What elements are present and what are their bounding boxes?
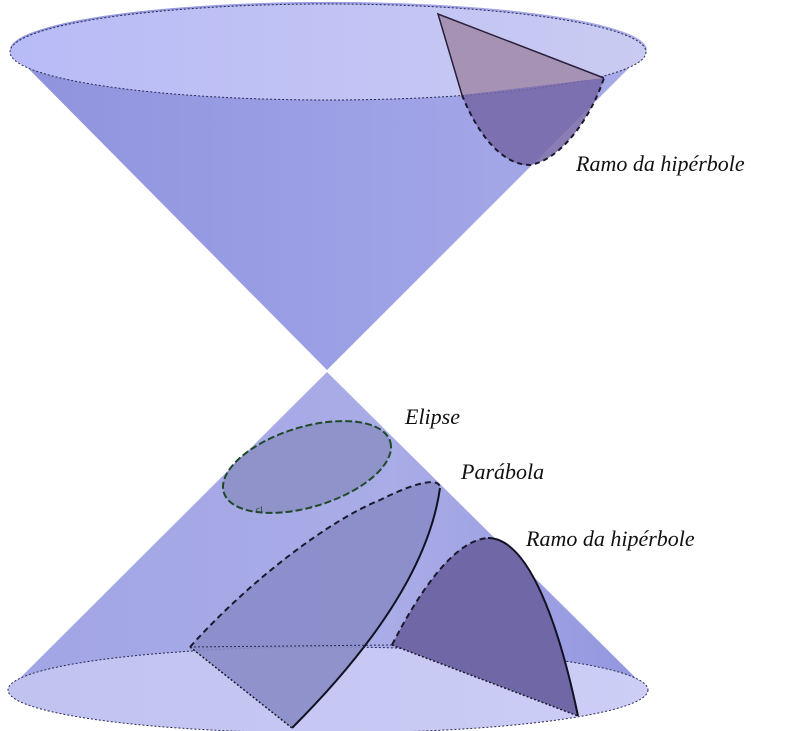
ellipse-section	[221, 420, 393, 514]
upper-hyperbola-curve	[461, 77, 605, 167]
label-curve-marker: c1	[256, 505, 264, 514]
upper-nappe	[9, 1, 647, 371]
parabola-solid-curve	[291, 487, 441, 729]
upper-hyperbola-top-face	[438, 14, 604, 95]
lower-hyperbola-solid-curve	[487, 537, 579, 717]
lower-hyperbola-chord	[391, 644, 579, 717]
upper-hyperbola-edges	[436, 12, 605, 96]
label-parabola: Parábola	[460, 459, 544, 484]
label-lower-hyperbola: Ramo da hipérbole	[525, 526, 695, 551]
lower-nappe	[7, 372, 649, 731]
parabola-region	[190, 482, 440, 728]
lower-hyperbola-dashed-curve	[391, 537, 489, 646]
parabola-base-chord	[189, 646, 293, 729]
lower-hyperbola-region	[392, 538, 578, 716]
parabola-dashed-curve	[189, 481, 441, 648]
parabola-base-line	[189, 644, 393, 648]
label-ellipse: Elipse	[404, 404, 460, 429]
label-upper-hyperbola: Ramo da hipérbole	[575, 151, 745, 176]
